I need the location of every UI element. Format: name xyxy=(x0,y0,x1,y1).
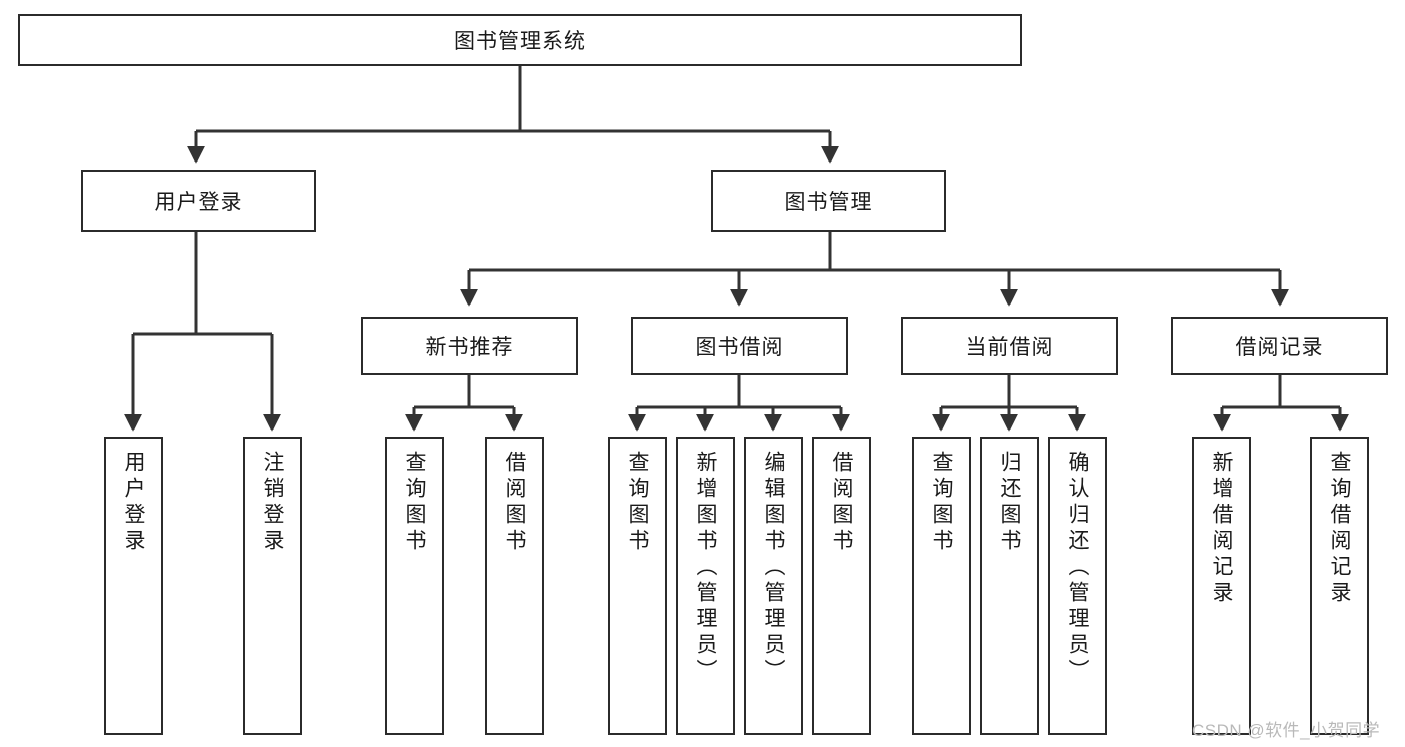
leaf-label: 编辑图书（管理员） xyxy=(762,451,785,685)
leaf-current-return-book[interactable]: 归还图书 xyxy=(980,437,1039,735)
node-current-borrow-label: 当前借阅 xyxy=(965,336,1054,359)
leaf-current-query-book[interactable]: 查询图书 xyxy=(912,437,971,735)
leaf-label: 查询图书 xyxy=(930,451,953,555)
leaf-label: 查询借阅记录 xyxy=(1328,451,1351,607)
leaf-borrow-add-book-admin[interactable]: 新增图书（管理员） xyxy=(676,437,735,735)
node-borrow-record[interactable]: 借阅记录 xyxy=(1171,317,1388,375)
node-book-borrow[interactable]: 图书借阅 xyxy=(631,317,848,375)
leaf-label: 确认归还（管理员） xyxy=(1066,451,1089,685)
leaf-borrow-query-book[interactable]: 查询图书 xyxy=(608,437,667,735)
leaf-label: 归还图书 xyxy=(998,451,1021,555)
node-user-login-label: 用户登录 xyxy=(154,191,243,214)
leaf-record-add-borrow-record[interactable]: 新增借阅记录 xyxy=(1192,437,1251,735)
leaf-borrow-borrow-book[interactable]: 借阅图书 xyxy=(812,437,871,735)
node-user-login[interactable]: 用户登录 xyxy=(81,170,316,232)
leaf-label: 注销登录 xyxy=(261,451,284,555)
leaf-user-login-signin[interactable]: 用户登录 xyxy=(104,437,163,735)
leaf-label: 查询图书 xyxy=(403,451,426,555)
leaf-borrow-edit-book-admin[interactable]: 编辑图书（管理员） xyxy=(744,437,803,735)
leaf-current-confirm-return-admin[interactable]: 确认归还（管理员） xyxy=(1048,437,1107,735)
node-new-book-recommend-label: 新书推荐 xyxy=(425,336,514,359)
node-book-management-label: 图书管理 xyxy=(784,191,873,214)
leaf-new-book-query-book[interactable]: 查询图书 xyxy=(385,437,444,735)
node-new-book-recommend[interactable]: 新书推荐 xyxy=(361,317,578,375)
node-book-borrow-label: 图书借阅 xyxy=(695,336,784,359)
node-book-management[interactable]: 图书管理 xyxy=(711,170,946,232)
leaf-label: 新增图书（管理员） xyxy=(694,451,717,685)
leaf-label: 查询图书 xyxy=(626,451,649,555)
leaf-user-login-signout[interactable]: 注销登录 xyxy=(243,437,302,735)
leaf-new-book-borrow-book[interactable]: 借阅图书 xyxy=(485,437,544,735)
node-root-label: 图书管理系统 xyxy=(454,30,586,53)
leaf-label: 借阅图书 xyxy=(503,451,526,555)
node-root-book-management-system[interactable]: 图书管理系统 xyxy=(18,14,1022,66)
node-current-borrow[interactable]: 当前借阅 xyxy=(901,317,1118,375)
watermark-text: CSDN @软件_小贺同学 xyxy=(1192,721,1381,740)
leaf-record-query-borrow-record[interactable]: 查询借阅记录 xyxy=(1310,437,1369,735)
leaf-label: 借阅图书 xyxy=(830,451,853,555)
leaf-label: 用户登录 xyxy=(122,451,145,555)
node-borrow-record-label: 借阅记录 xyxy=(1235,336,1324,359)
leaf-label: 新增借阅记录 xyxy=(1210,451,1233,607)
